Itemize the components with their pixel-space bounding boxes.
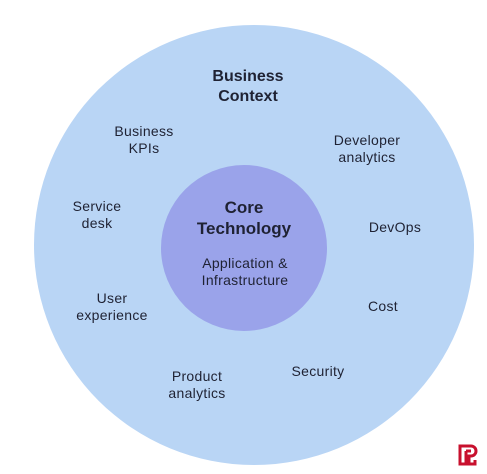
label-service-desk: Service desk — [72, 198, 122, 231]
label-devops: DevOps — [368, 219, 422, 235]
label-product-analytics: Product analytics — [168, 368, 226, 401]
brand-logo-accent — [467, 456, 477, 466]
business-context-title: Business Context — [212, 68, 284, 105]
core-technology-circle — [161, 165, 327, 331]
label-user-experience: User experience — [76, 290, 148, 323]
brand-logo-icon — [458, 444, 478, 466]
core-technology-title: Core Technology — [196, 198, 292, 238]
label-cost: Cost — [368, 298, 398, 314]
label-business-kpis: Business KPIs — [114, 123, 174, 156]
brand-logo-shape — [458, 444, 478, 466]
label-developer-analytics: Developer analytics — [333, 132, 401, 165]
label-security: Security — [291, 363, 345, 379]
core-technology-subtitle: Application & Infrastructure — [201, 255, 289, 288]
